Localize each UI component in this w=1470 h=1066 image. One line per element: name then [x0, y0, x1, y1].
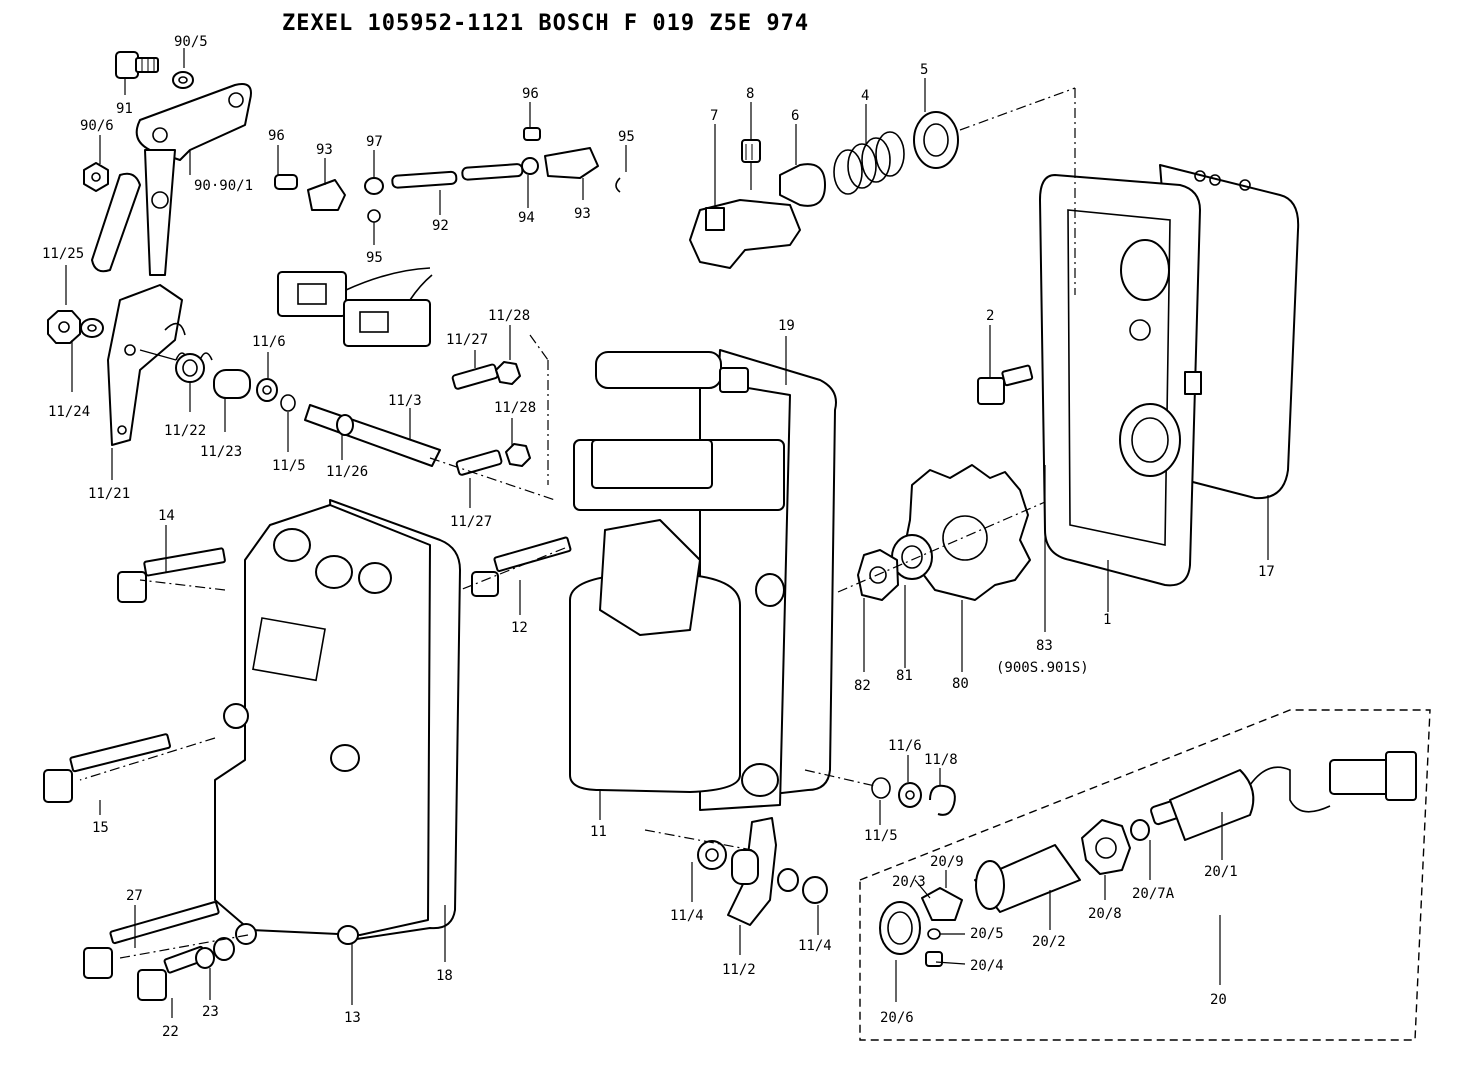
label-20-6: 20/6	[880, 1010, 914, 1026]
label-11-5-bottom: 11/5	[864, 828, 898, 844]
cover-bolts-group	[43, 547, 235, 1001]
part-labels: 90/5 91 90/6 90·90/1 11/25 11/24 11/22 1…	[42, 34, 1275, 1040]
label-11-24: 11/24	[48, 404, 90, 420]
label-22: 22	[162, 1024, 179, 1040]
label-7: 7	[710, 108, 718, 124]
label-20-9: 20/9	[930, 854, 964, 870]
label-92: 92	[432, 218, 449, 234]
label-19: 19	[778, 318, 795, 334]
label-97: 97	[366, 134, 383, 150]
adjust-screws-group	[451, 361, 531, 476]
harness-connector-group	[277, 229, 574, 347]
label-11-6-bottom: 11/6	[888, 738, 922, 754]
label-83-note: (900S.901S)	[996, 660, 1089, 676]
label-91: 91	[116, 101, 133, 117]
label-14: 14	[158, 508, 175, 524]
bolt-2	[977, 364, 1034, 405]
label-20-1: 20/1	[1204, 864, 1238, 880]
leader-lines	[65, 48, 1269, 1018]
label-1: 1	[1103, 612, 1111, 628]
label-5: 5	[920, 62, 928, 78]
label-11-6-top: 11/6	[252, 334, 286, 350]
label-11-4-left: 11/4	[670, 908, 704, 924]
label-20: 20	[1210, 992, 1227, 1008]
label-11-26: 11/26	[326, 464, 368, 480]
label-12: 12	[511, 620, 528, 636]
actuator-body-group	[569, 349, 837, 811]
label-11-28-top: 11/28	[488, 308, 530, 324]
label-11-3: 11/3	[388, 393, 422, 409]
label-82: 82	[854, 678, 871, 694]
label-95-left: 95	[366, 250, 383, 266]
label-93-left: 93	[316, 142, 333, 158]
label-90-6: 90/6	[80, 118, 114, 134]
sensor-group	[879, 751, 1417, 967]
label-18: 18	[436, 968, 453, 984]
label-27: 27	[126, 888, 143, 904]
lower-lever-group	[697, 817, 828, 926]
label-11-5-top: 11/5	[272, 458, 306, 474]
label-11: 11	[590, 824, 607, 840]
label-11-21: 11/21	[88, 486, 130, 502]
label-11-2: 11/2	[722, 962, 756, 978]
rotor-group	[857, 464, 1031, 601]
label-11-8: 11/8	[924, 752, 958, 768]
label-4: 4	[861, 88, 869, 104]
label-20-8: 20/8	[1088, 906, 1122, 922]
diagram-title: ZEXEL 105952-1121 BOSCH F 019 Z5E 974	[282, 11, 809, 36]
label-20-4: 20/4	[970, 958, 1004, 974]
label-20-7a: 20/7A	[1132, 886, 1175, 902]
pump-housing-group	[1039, 164, 1300, 587]
label-11-25: 11/25	[42, 246, 84, 262]
label-11-23: 11/23	[200, 444, 242, 460]
label-20-2: 20/2	[1032, 934, 1066, 950]
label-2: 2	[986, 308, 994, 324]
label-8: 8	[746, 86, 754, 102]
label-90-5: 90/5	[174, 34, 208, 50]
governor-spring-group	[689, 111, 959, 269]
label-90-90-1: 90·90/1	[194, 178, 253, 194]
label-96-left: 96	[268, 128, 285, 144]
label-11-27-top: 11/27	[446, 332, 488, 348]
label-93-right: 93	[574, 206, 591, 222]
label-94: 94	[518, 210, 535, 226]
label-15: 15	[92, 820, 109, 836]
label-13: 13	[344, 1010, 361, 1026]
label-20-5: 20/5	[970, 926, 1004, 942]
label-23: 23	[202, 1004, 219, 1020]
label-83: 83	[1036, 638, 1053, 654]
label-11-28-mid: 11/28	[494, 400, 536, 416]
label-81: 81	[896, 668, 913, 684]
label-6: 6	[791, 108, 799, 124]
label-17: 17	[1258, 564, 1275, 580]
right-washers-group	[871, 777, 956, 816]
cover-group	[214, 499, 461, 945]
linkage-rod-group	[274, 127, 621, 223]
label-80: 80	[952, 676, 969, 692]
label-11-27-bottom: 11/27	[450, 514, 492, 530]
label-11-4-right: 11/4	[798, 938, 832, 954]
bolt-12	[471, 536, 572, 597]
label-95-right: 95	[618, 129, 635, 145]
label-11-22: 11/22	[164, 423, 206, 439]
lever-linkage-group	[47, 51, 441, 467]
label-96-right: 96	[522, 86, 539, 102]
label-20-3: 20/3	[892, 874, 926, 890]
sensor-group-boundary	[859, 709, 1431, 1041]
